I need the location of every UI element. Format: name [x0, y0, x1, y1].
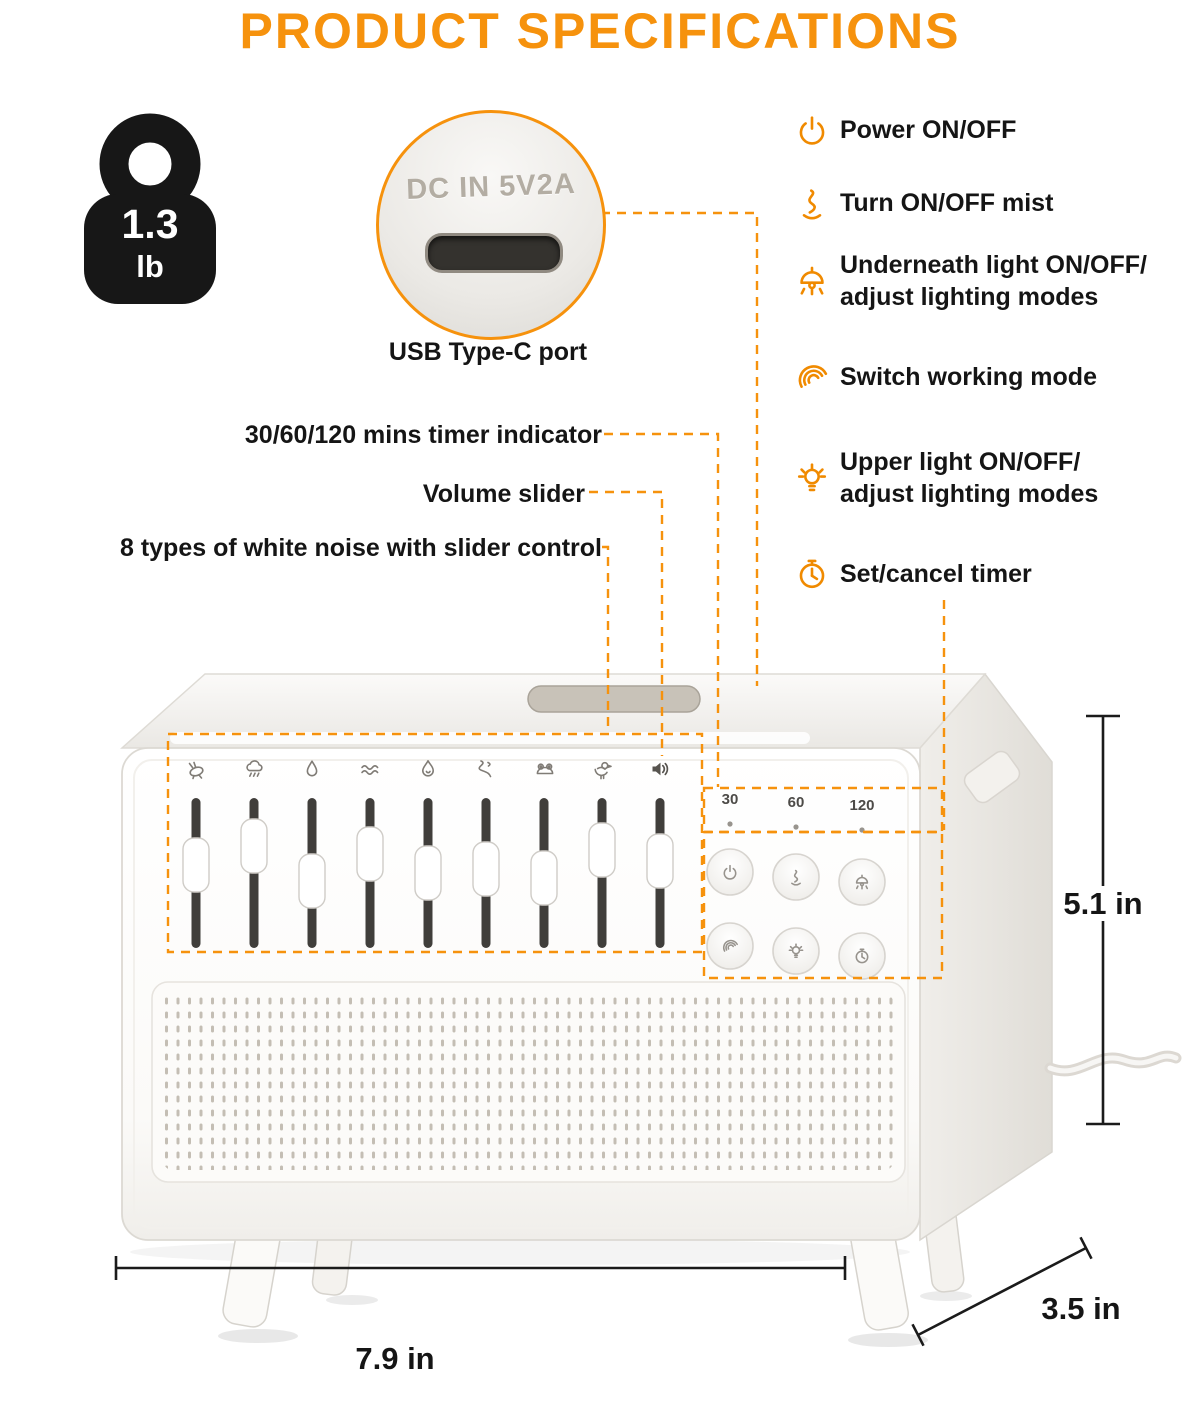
- timer-dot-60: [793, 824, 799, 830]
- device-right-face: [919, 672, 1053, 1242]
- height-dimension-label: 5.1 in: [1022, 886, 1184, 922]
- page-title: PRODUCT SPECIFICATIONS: [239, 3, 961, 59]
- callout-lines: [166, 211, 946, 980]
- feature-line: Upper light ON/OFF/: [840, 448, 1081, 476]
- feature-timer-label: Set/cancel timer: [840, 558, 1192, 590]
- usb-port-callout: DC IN 5V2A: [376, 110, 606, 340]
- feature-line: adjust lighting modes: [840, 283, 1099, 311]
- feature-icons: [793, 116, 828, 589]
- depth-dimension-line: [911, 1236, 1093, 1347]
- height-value: 5.1 in: [1057, 886, 1149, 921]
- depth-dimension-label: 3.5 in: [992, 1291, 1170, 1327]
- slider-knob: [472, 841, 500, 897]
- width-dimension-line: [114, 1256, 847, 1280]
- side-clip: [963, 750, 1021, 804]
- timer-30-label: 30: [721, 791, 739, 808]
- upper-light-icon: [797, 463, 827, 492]
- feature-line: Set/cancel timer: [840, 560, 1032, 588]
- feature-power-label: Power ON/OFF: [840, 114, 1192, 146]
- speaker-grille-holes: [164, 994, 893, 1170]
- volume-callout-line: [589, 490, 664, 756]
- buttons-callout-box: [702, 830, 944, 980]
- timer-120-label: 120: [849, 797, 875, 814]
- working-mode-icon: [793, 360, 828, 388]
- timer-60-label: 60: [787, 794, 805, 811]
- slider-knob: [588, 822, 616, 878]
- power-icon: [799, 116, 825, 145]
- weight-value: 1.3: [121, 201, 179, 247]
- power-cord: [1044, 1050, 1182, 1077]
- white-noise-callout-label: 8 types of white noise with slider contr…: [119, 534, 602, 562]
- feature-line: adjust lighting modes: [840, 480, 1099, 508]
- slider-knob: [414, 845, 442, 901]
- weight-icon: [84, 113, 216, 304]
- feature-line: Underneath light ON/OFF/: [840, 251, 1147, 279]
- feature-line: Power ON/OFF: [840, 116, 1017, 144]
- usb-callout-line: [601, 211, 759, 686]
- feature-underneath-light-label: Underneath light ON/OFF/ adjust lighting…: [840, 249, 1192, 313]
- slider-knob: [240, 818, 268, 874]
- underneath-light-icon: [800, 266, 824, 296]
- usb-port-label: USB Type-C port: [388, 338, 588, 366]
- slider-knob: [298, 853, 326, 909]
- width-value: 7.9 in: [349, 1341, 441, 1376]
- front-bezel: [133, 759, 909, 1229]
- volume-slider-callout-label: Volume slider: [422, 480, 585, 508]
- white-noise-callout-box: [166, 732, 704, 954]
- width-dimension-label: 7.9 in: [300, 1341, 490, 1377]
- slider-knob: [182, 837, 210, 893]
- feature-upper-light-label: Upper light ON/OFF/ adjust lighting mode…: [840, 446, 1192, 510]
- usb-c-port: [425, 233, 563, 273]
- timer-callout-line: [604, 432, 720, 787]
- feature-line: Switch working mode: [840, 363, 1097, 391]
- slider-knobs: [182, 818, 674, 909]
- feature-mist-label: Turn ON/OFF mist: [840, 187, 1192, 219]
- white-noise-callout-line: [602, 545, 610, 733]
- weight-unit: lb: [136, 249, 164, 284]
- timer-icon: [799, 559, 825, 589]
- timer-dot-30: [727, 821, 733, 827]
- feature-working-mode-label: Switch working mode: [840, 361, 1192, 393]
- slider-knob: [356, 826, 384, 882]
- depth-value: 3.5 in: [1035, 1291, 1127, 1326]
- feature-line: Turn ON/OFF mist: [840, 189, 1054, 217]
- volume-slider-knob: [646, 833, 674, 889]
- timer-indicator-callout-label: 30/60/120 mins timer indicator: [244, 421, 602, 449]
- slider-knob: [530, 850, 558, 906]
- device-buttons: [706, 848, 886, 980]
- upper-light-button: [772, 927, 820, 975]
- underneath-light-button: [838, 858, 886, 906]
- mist-icon: [802, 189, 822, 220]
- mist-outlet: [527, 685, 701, 713]
- usb-port-embossed-text: DC IN 5V2A: [405, 168, 577, 206]
